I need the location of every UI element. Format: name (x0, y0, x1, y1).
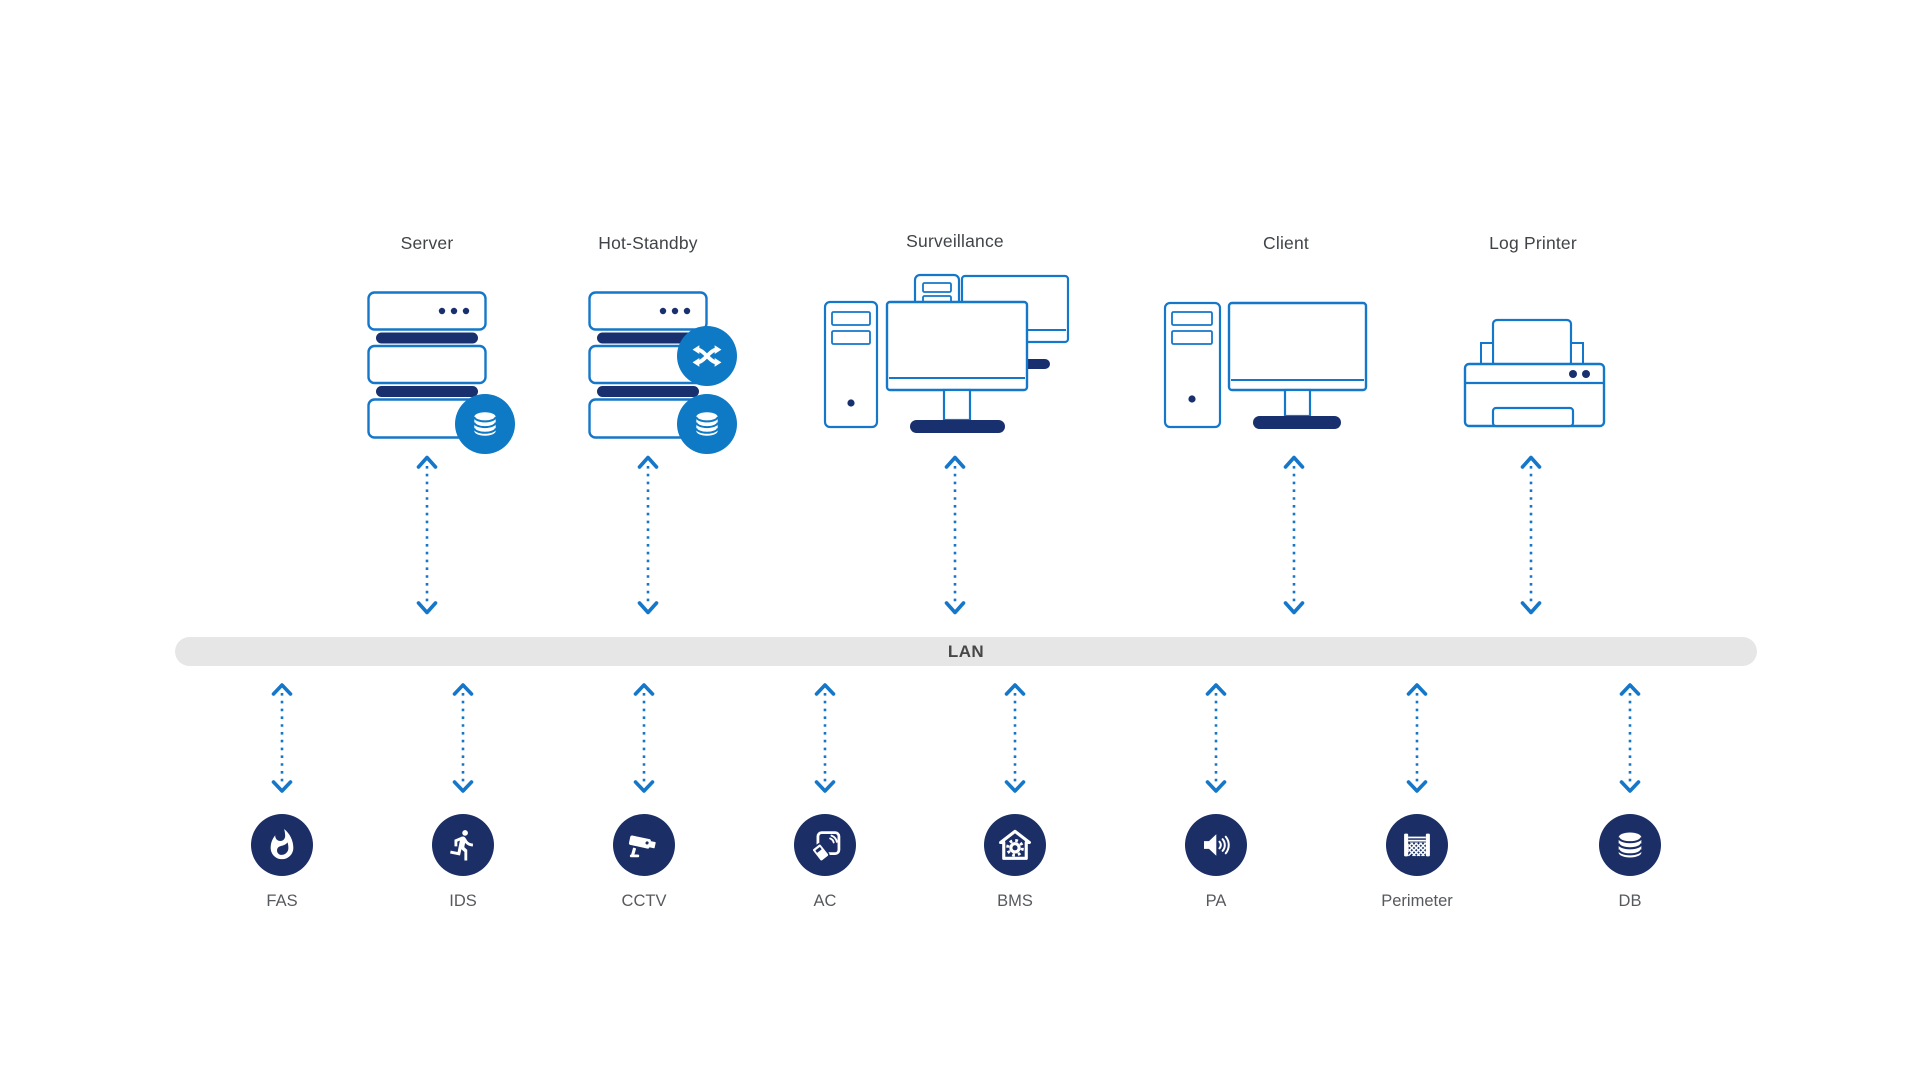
speaker-icon (1198, 827, 1234, 863)
running-person-icon (446, 828, 480, 862)
arrow-surveillance-lan (941, 450, 969, 620)
arrow-log-printer-lan (1517, 450, 1545, 620)
arrow-lan-ids (449, 678, 477, 798)
arrow-lan-cctv (630, 678, 658, 798)
node-bms (984, 814, 1046, 876)
sync-arrows-icon (690, 339, 724, 373)
workstation-icon (1163, 298, 1373, 430)
arrow-lan-ac (811, 678, 839, 798)
house-gear-icon (997, 827, 1033, 863)
database-icon (691, 408, 723, 440)
node-cctv-label: CCTV (621, 892, 667, 910)
arrow-client-lan (1280, 450, 1308, 620)
sync-badge (677, 326, 737, 386)
fence-icon (1399, 827, 1435, 863)
node-client-label: Client (1263, 233, 1309, 253)
node-bms-label: BMS (997, 892, 1033, 910)
lan-label: LAN (947, 641, 985, 661)
node-db-label: DB (1618, 892, 1642, 910)
node-perimeter (1386, 814, 1448, 876)
database-icon (1613, 828, 1647, 862)
node-fas-label: FAS (266, 892, 298, 910)
database-badge (677, 394, 737, 454)
lan-bus-bar: LAN (175, 637, 1757, 666)
node-ids (432, 814, 494, 876)
printer-icon (1462, 318, 1607, 428)
arrow-server-lan (413, 450, 441, 620)
node-ac (794, 814, 856, 876)
arrow-lan-pa (1202, 678, 1230, 798)
node-server-label: Server (400, 233, 454, 253)
node-log-printer-label: Log Printer (1489, 233, 1577, 253)
node-cctv (613, 814, 675, 876)
node-ac-label: AC (813, 892, 837, 910)
node-pa (1185, 814, 1247, 876)
arrow-lan-perimeter (1403, 678, 1431, 798)
access-card-reader-icon (808, 828, 843, 863)
database-badge (455, 394, 515, 454)
arrow-lan-fas (268, 678, 296, 798)
fire-icon (265, 828, 299, 862)
security-camera-icon (626, 827, 662, 863)
arrow-lan-bms (1001, 678, 1029, 798)
node-hot-standby-label: Hot-Standby (598, 233, 698, 253)
node-surveillance-label: Surveillance (906, 231, 1004, 251)
arrow-hot-standby-lan (634, 450, 662, 620)
node-pa-label: PA (1205, 892, 1227, 910)
node-fas (251, 814, 313, 876)
node-ids-label: IDS (449, 892, 477, 910)
surveillance-workstation-icon (815, 272, 1085, 434)
database-icon (469, 408, 501, 440)
node-perimeter-label: Perimeter (1381, 892, 1453, 910)
arrow-lan-db (1616, 678, 1644, 798)
node-db (1599, 814, 1661, 876)
